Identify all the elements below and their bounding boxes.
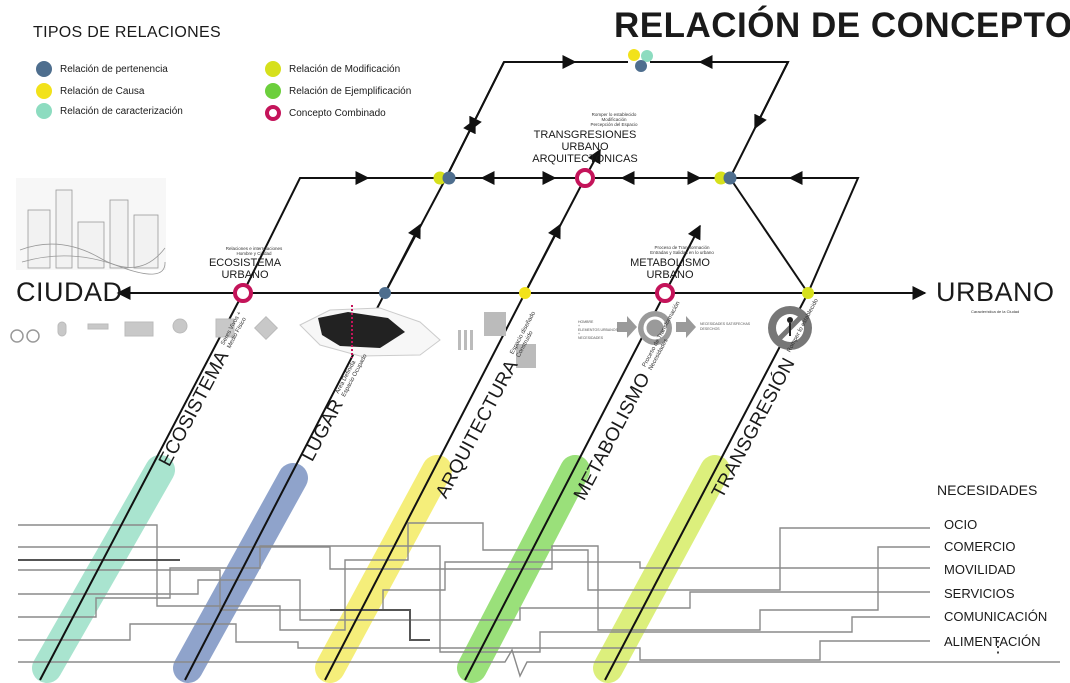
- prohibited-person-icon: [768, 306, 812, 350]
- square-icon: [215, 318, 235, 338]
- city-sketch-image: [16, 178, 166, 275]
- legend-label: Relación de caracterización: [60, 105, 183, 117]
- legend-label: Relación de pertenencia: [60, 63, 168, 75]
- metabolismo-urbano-label: METABOLISMO URBANO: [630, 257, 710, 281]
- legend-title: TIPOS DE RELACIONES: [33, 24, 221, 41]
- diamond-icon: [253, 315, 279, 341]
- axis-metabolismo: [464, 292, 666, 681]
- architecture-icons: [458, 312, 536, 368]
- legend-item-modificacion: Relación de Modificación: [265, 60, 400, 78]
- metabolism-flow: [617, 311, 696, 345]
- tree-icon: [172, 318, 188, 334]
- need-comercio: COMERCIO: [944, 539, 1016, 554]
- legend-item-causa: Relación de Causa: [36, 82, 145, 100]
- bicycle-icon: [10, 329, 24, 343]
- needs-title: NECESIDADES: [937, 482, 1038, 498]
- capsule-ecosistema: [32, 455, 175, 683]
- bulb-icon: [57, 321, 67, 337]
- page-title: RELACIÓN DE CONCEPTOS: [614, 6, 1070, 45]
- dot-icon: [36, 103, 52, 119]
- legend-label: Relación de Ejemplificación: [289, 85, 412, 97]
- need-alimentacion: ALIMENTACIÓN: [944, 634, 1041, 649]
- building-icon-2: [516, 344, 536, 368]
- cycle-icon: [638, 311, 672, 345]
- dot-icon: [36, 61, 52, 77]
- axis-transgresion-upper: [729, 177, 809, 294]
- need-ocio: OCIO: [944, 517, 978, 532]
- legend-label: Relación de Causa: [60, 85, 145, 97]
- dot-pertenencia-lugar: [379, 287, 391, 299]
- transgresiones-note: Romper lo establecido Modificación Perce…: [590, 112, 638, 127]
- axis-arquitectura: [324, 292, 526, 681]
- ecosistema-urbano-label: ECOSISTEMA URBANO: [208, 257, 282, 281]
- pencil-icon: [458, 330, 461, 350]
- needs-more-dots: ⋮: [990, 639, 1006, 656]
- metabolismo-urbano-note: Proceso de Transformación Entradas y Sal…: [650, 245, 714, 255]
- building-icon: [484, 312, 506, 336]
- legend-item-caracterizacion: Relación de caracterización: [36, 102, 183, 120]
- transgresiones-label: TRANSGRESIONES URBANO ARQUITECTONICAS: [532, 129, 638, 165]
- legend-item-ejemplificacion: Relación de Ejemplificación: [265, 82, 411, 100]
- need-servicios: SERVICIOS: [944, 586, 1015, 601]
- ecosistema-urbano-note: Relaciones e interrelaciones Hombre y Ci…: [225, 246, 283, 256]
- legend-label: Concepto Combinado: [289, 107, 386, 119]
- urbano-label: URBANO: [936, 277, 1055, 307]
- ring-icon: [265, 105, 281, 121]
- dot-causa-arquitectura: [519, 287, 531, 299]
- legend-item-combinado: Concepto Combinado: [265, 104, 386, 122]
- dot-icon: [265, 83, 281, 99]
- faucet-icon: [87, 323, 109, 330]
- house-icon: [124, 321, 154, 337]
- relation-dots: [379, 49, 814, 299]
- dot-modificacion-transgresion: [802, 287, 814, 299]
- ring-metabolismo-urbano: [655, 283, 675, 303]
- axis-ecosistema: [39, 292, 244, 681]
- legend-label: Relación de Modificación: [289, 63, 401, 75]
- metabolism-input-note: HOMBRE + ELEMENTOS URBANOS + NECESIDADES: [578, 320, 618, 340]
- axis-transgresion: [604, 292, 809, 681]
- need-movilidad: MOVILIDAD: [944, 562, 1016, 577]
- urbano-note: Característica de la Ciudad: [971, 309, 1020, 314]
- dot-icon: [36, 83, 52, 99]
- need-comunicacion: COMUNICACIÓN: [944, 609, 1048, 624]
- dot-icon: [265, 61, 281, 77]
- place-map-image: [299, 305, 441, 358]
- legend-item-pertenencia: Relación de pertenencia: [36, 60, 168, 78]
- metabolism-output-note: NECESIDADES SATISFECHAS DESECHOS: [700, 322, 751, 331]
- ring-ecosistema-urbano: [233, 283, 253, 303]
- ciudad-label: CIUDAD: [16, 277, 123, 307]
- ring-transgresiones: [575, 168, 595, 188]
- ecosystem-icons: [10, 315, 279, 343]
